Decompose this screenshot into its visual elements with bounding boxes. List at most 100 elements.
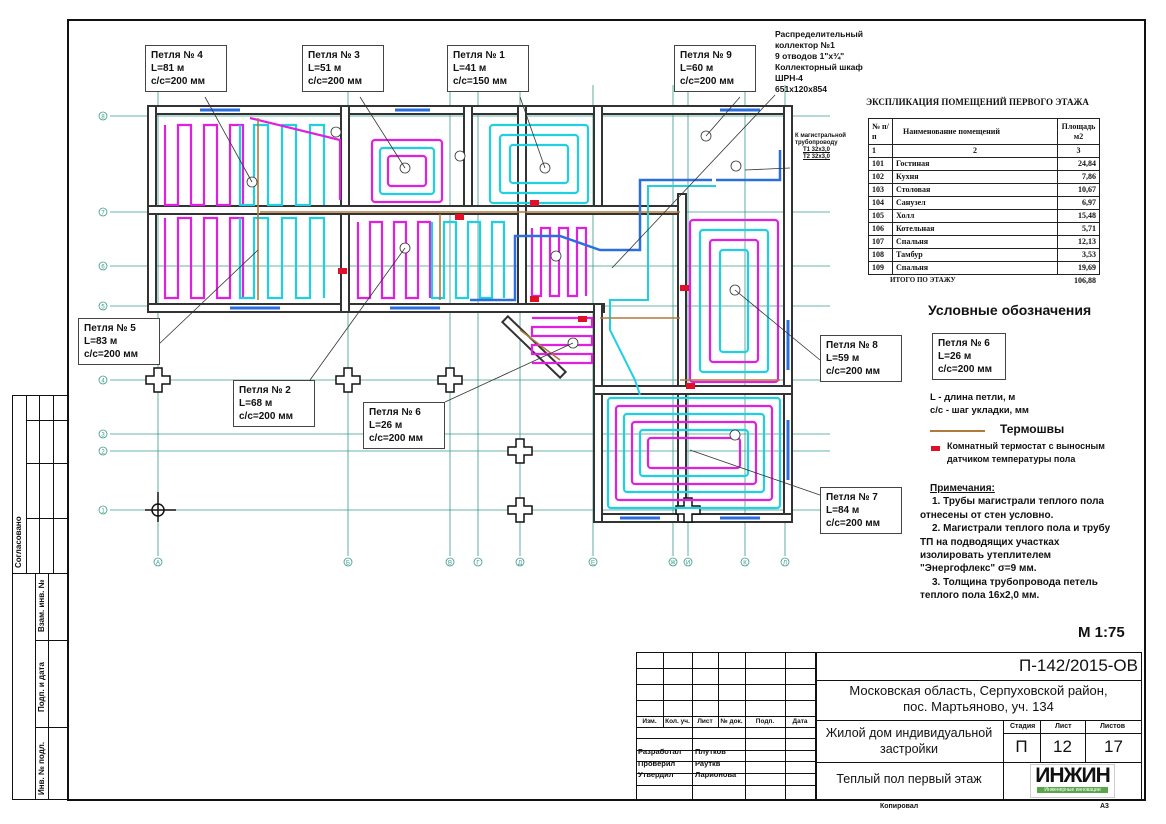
room-name: Спальня	[892, 235, 1058, 249]
heating-loop-pipe	[508, 143, 570, 185]
heating-loop-pipe	[498, 133, 580, 195]
column-header: Подп.	[755, 718, 775, 725]
sheet-label: Лист	[1055, 723, 1072, 730]
loop-length: L=41 м	[453, 63, 487, 74]
supply-pipe	[609, 185, 716, 396]
copied-label: Копировал	[880, 803, 919, 810]
divider	[53, 395, 54, 573]
col-number: 2	[892, 144, 1058, 158]
axis-label: А	[156, 561, 160, 567]
header-cell: Площадь м2	[1057, 118, 1100, 145]
note-line: 3. Толщина трубопровода петель	[932, 576, 1098, 588]
loop-spacing: c/c=200 мм	[239, 411, 293, 422]
thermostat-marker	[578, 316, 587, 322]
heating-loop-pipe	[488, 123, 590, 205]
column-post	[335, 367, 361, 393]
note-line: отнесены от стен условно.	[920, 509, 1054, 521]
thermo-seam-label: Термошвы	[1000, 422, 1065, 436]
loop-title: Петля № 3	[308, 50, 360, 61]
room-area: 10,67	[1057, 183, 1100, 197]
address-line: Московская область, Серпуховской район,	[849, 683, 1108, 698]
axis-marker	[98, 429, 108, 439]
room-name: Гостиная	[892, 157, 1058, 171]
heating-loop-pipe	[378, 146, 436, 196]
logo-subtitle: Инженерные инновации	[1037, 787, 1108, 793]
axis-label: 1	[101, 509, 105, 515]
leader-line	[734, 289, 821, 361]
building-name: Жилой дом индивидуальной застройки	[815, 725, 1003, 757]
axis-marker	[668, 557, 678, 567]
column-header: № док.	[720, 718, 743, 725]
heating-loop-pipe	[370, 138, 444, 204]
loop-spacing: c/c=200 мм	[151, 76, 205, 87]
leader-line	[157, 249, 259, 346]
axis-marker	[98, 207, 108, 217]
room-area: 15,48	[1057, 209, 1100, 223]
main-pipe	[716, 150, 782, 182]
address-line: пос. Мартьяново, уч. 134	[903, 699, 1054, 714]
heating-loops	[163, 116, 782, 510]
loop-length: L=81 м	[151, 63, 185, 74]
room-area: 12,13	[1057, 235, 1100, 249]
supply-pipe	[470, 178, 712, 302]
title-block	[636, 652, 1142, 800]
note-line: Т2 32x3,0	[803, 154, 831, 160]
logo-text: ИНЖИН	[1035, 764, 1111, 787]
divider	[636, 738, 815, 739]
column-post	[675, 497, 701, 523]
main-pipe-note: К магистральной трубопроводу Т1 32x3,0 Т…	[795, 133, 846, 161]
heating-loop-pipe	[614, 404, 774, 502]
wall-core	[503, 317, 565, 377]
loop-title: Петля № 9	[680, 50, 732, 61]
scale-label: М 1:75	[1078, 624, 1125, 641]
heating-loop-pipe	[249, 116, 342, 200]
leader-line	[705, 96, 741, 137]
divider	[636, 761, 815, 762]
legend-desc: L - длина петли, м c/c - шаг укладки, мм	[930, 391, 1029, 417]
note-line: К магистральной	[795, 133, 846, 139]
note-line: 9 отводов 1"x¾"	[775, 51, 845, 61]
loop-spacing: c/c=200 мм	[369, 433, 423, 444]
axis-label: 5	[101, 305, 105, 311]
sheets-value: 17	[1104, 737, 1123, 756]
axis-label: Л	[783, 561, 787, 567]
heating-loop-pipe	[638, 428, 750, 478]
axis-label: К	[743, 561, 747, 567]
axis-label: Г	[476, 561, 480, 567]
note-line: 651x120x854	[775, 84, 828, 94]
heating-loop-pipe	[630, 420, 758, 486]
divider	[26, 463, 68, 464]
notes: Примечания: 1. Трубы магистрали теплого …	[920, 482, 1140, 603]
room-name: Столовая	[892, 183, 1058, 197]
project-code: П-142/2015-ОВ	[1018, 656, 1138, 675]
axis-label: Б	[346, 561, 350, 567]
room-area: 19,69	[1057, 261, 1100, 275]
divider	[636, 773, 815, 774]
note-line: Распределительный	[775, 29, 863, 39]
role-name: Ларионова	[695, 770, 737, 779]
building-line: Жилой дом индивидуальной	[825, 726, 993, 740]
room-name: Санузел	[892, 196, 1058, 210]
sheet-value: 12	[1053, 737, 1072, 756]
note-line: Т1 32x3,0	[803, 147, 831, 153]
room-number: 105	[868, 209, 893, 223]
axis-marker	[588, 557, 598, 567]
sheet-title: Теплый пол первый этаж	[836, 772, 982, 786]
leader-line	[204, 96, 253, 183]
thermostat-marker	[455, 214, 464, 220]
axis-marker	[98, 505, 108, 515]
room-name: Тамбур	[892, 248, 1058, 262]
divider	[636, 716, 815, 717]
divider	[26, 518, 68, 519]
axis-label: И	[686, 561, 690, 567]
sign-date-label: Подп. и дата	[37, 662, 46, 712]
heating-loop-pipe	[238, 216, 326, 300]
stage-value: П	[1015, 737, 1028, 756]
